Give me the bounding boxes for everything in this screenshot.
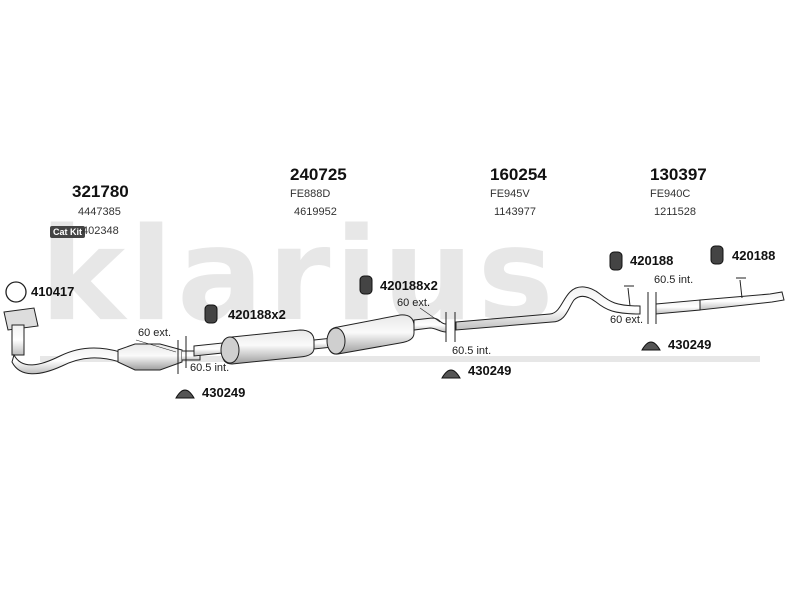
rubber-label-3: 420188 bbox=[630, 253, 674, 268]
joint-1-ext-label: 60 ext. bbox=[138, 327, 172, 339]
rubber-hanger-shapes bbox=[204, 245, 724, 324]
clamp-label-3: 430249 bbox=[668, 337, 712, 352]
rear-centre-silencer-section bbox=[326, 314, 447, 355]
oem-number-321780: 4447385 bbox=[78, 206, 121, 218]
part-number-240725: 240725 bbox=[290, 165, 347, 184]
part-code-240725: FE888D bbox=[290, 188, 331, 200]
clamp-label-2: 430249 bbox=[468, 363, 512, 378]
watermark-logo: klarius bbox=[40, 201, 558, 350]
oem-number-130397: 1211528 bbox=[654, 206, 697, 218]
part-code-160254: FE945V bbox=[490, 188, 530, 200]
rubber-label-2: 420188x2 bbox=[380, 278, 438, 293]
joint-2-ext-label: 60 ext. bbox=[397, 297, 431, 309]
rear-tailpipe-section bbox=[655, 277, 785, 315]
clamp-label-1: 430249 bbox=[202, 385, 246, 400]
part-number-160254: 160254 bbox=[490, 165, 547, 184]
joint-1-int-label: 60.5 int. bbox=[190, 362, 230, 374]
joint-3-ext-label: 60 ext. bbox=[610, 314, 644, 326]
oem-number-160254: 1143977 bbox=[494, 206, 537, 218]
oem-number-240725: 4619952 bbox=[294, 206, 337, 218]
joint-2-marks bbox=[419, 307, 456, 342]
clamp-shapes bbox=[175, 341, 661, 399]
front-pipe-section bbox=[3, 307, 201, 375]
joint-2-int-label: 60.5 int. bbox=[452, 345, 492, 357]
cat-kit-badge: Cat Kit bbox=[50, 226, 85, 238]
intermediate-pipe bbox=[455, 285, 641, 331]
joint-3-int-label: 60.5 int. bbox=[654, 274, 694, 286]
rubber-label-1: 420188x2 bbox=[228, 307, 286, 322]
cat-kit-number: 402348 bbox=[82, 225, 119, 237]
part-number-321780: 321780 bbox=[72, 182, 129, 201]
joint-1-marks bbox=[135, 336, 187, 374]
centre-silencer-section bbox=[193, 329, 343, 365]
part-number-130397: 130397 bbox=[650, 165, 707, 184]
watermark-underline bbox=[40, 356, 760, 362]
gasket-label: 410417 bbox=[31, 284, 75, 299]
gasket-ring-shape bbox=[5, 281, 27, 303]
part-code-130397: FE940C bbox=[650, 188, 691, 200]
rubber-label-4: 420188 bbox=[732, 248, 776, 263]
joint-3-marks bbox=[647, 292, 657, 324]
